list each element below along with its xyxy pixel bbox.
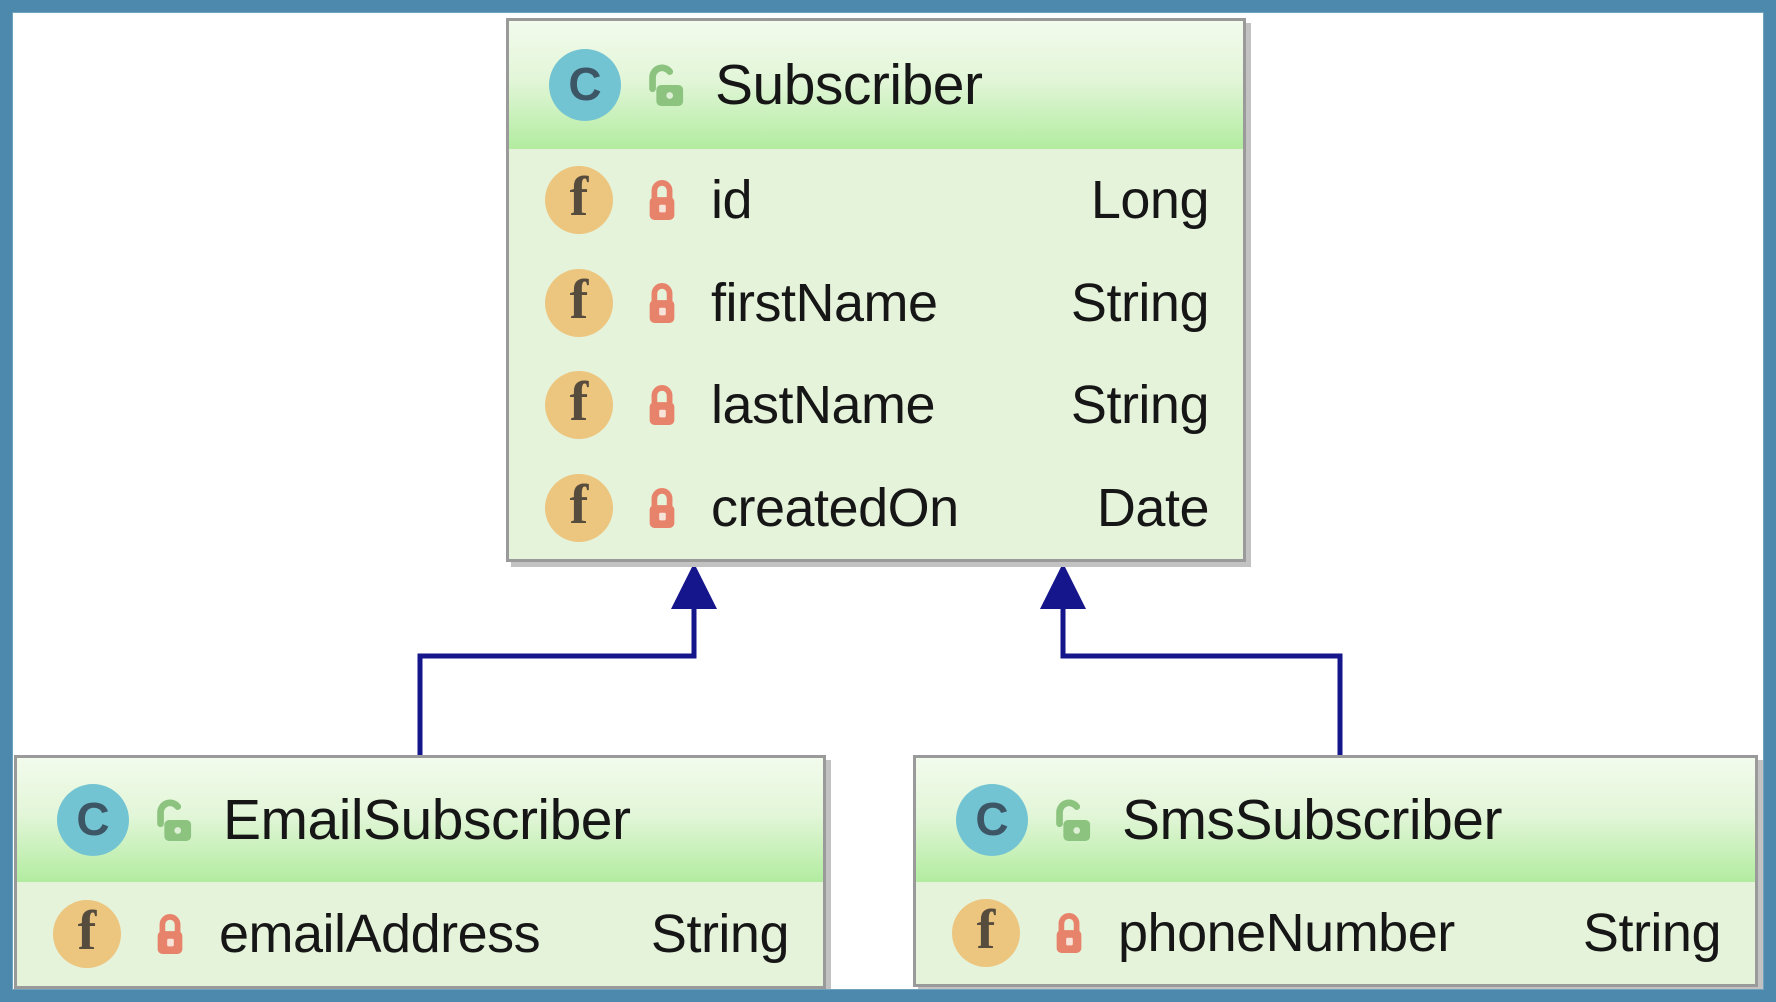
class-icon: C: [956, 784, 1028, 856]
field-type: String: [1070, 375, 1210, 436]
class-fields: f emailAddress String: [17, 882, 823, 986]
lock-icon: [649, 282, 675, 323]
inheritance-arrowhead-sms: [1040, 563, 1086, 609]
class-header: C SmsSubscriber: [916, 758, 1755, 882]
class-icon-glyph: C: [568, 58, 602, 110]
lock-icon: [649, 180, 675, 221]
field-row[interactable]: f lastName String: [509, 354, 1243, 457]
field-icon-glyph: f: [569, 166, 589, 229]
field-name: phoneNumber: [1118, 903, 1455, 963]
field-name: createdOn: [711, 477, 959, 538]
field-icon: f: [545, 166, 613, 235]
unlock-icon: [649, 64, 684, 106]
unlock-icon: [157, 799, 192, 841]
class-icon-glyph: C: [975, 793, 1009, 845]
field-icon: f: [53, 900, 121, 968]
inheritance-edge-emailsubscriber: [417, 606, 697, 755]
field-row[interactable]: f emailAddress String: [17, 882, 823, 986]
field-icon-glyph: f: [569, 473, 589, 536]
class-icon-glyph: C: [76, 793, 110, 845]
lock-icon: [649, 385, 675, 426]
class-node-emailsubscriber[interactable]: C EmailSubscriber f emailAddress S: [14, 755, 826, 989]
class-icon: C: [549, 49, 621, 121]
field-row[interactable]: f id Long: [509, 149, 1243, 252]
field-type: Date: [1096, 477, 1210, 538]
class-fields: f phoneNumber String: [916, 882, 1755, 984]
field-icon: f: [545, 473, 613, 542]
lock-icon: [649, 487, 675, 528]
field-icon-glyph: f: [569, 268, 589, 331]
field-type: String: [1070, 272, 1210, 333]
field-name: firstName: [711, 272, 938, 333]
field-icon-glyph: f: [569, 371, 589, 434]
class-fields: f id Long f firstName: [509, 149, 1243, 559]
field-row[interactable]: f phoneNumber String: [916, 882, 1755, 984]
class-name: SmsSubscriber: [1122, 788, 1502, 852]
class-icon: C: [57, 784, 129, 856]
class-node-subscriber[interactable]: C Subscriber f id Long: [506, 18, 1246, 562]
field-icon-glyph: f: [976, 899, 996, 961]
lock-icon: [157, 914, 183, 954]
class-name: EmailSubscriber: [223, 788, 631, 852]
inheritance-edge-smssubscriber: [1060, 606, 1343, 755]
field-icon: f: [952, 899, 1020, 967]
field-row[interactable]: f createdOn Date: [509, 457, 1243, 560]
class-node-smssubscriber[interactable]: C SmsSubscriber f phoneNumber Stri: [913, 755, 1758, 987]
class-header: C Subscriber: [509, 21, 1243, 149]
field-name: emailAddress: [219, 904, 541, 964]
lock-icon: [1056, 913, 1082, 953]
class-name: Subscriber: [715, 53, 983, 117]
class-header: C EmailSubscriber: [17, 758, 823, 882]
field-icon: f: [545, 268, 613, 337]
field-icon-glyph: f: [77, 900, 97, 962]
unlock-icon: [1056, 799, 1091, 841]
field-type: Long: [1090, 170, 1210, 231]
field-type: String: [1582, 903, 1722, 963]
inheritance-arrowhead-email: [671, 563, 717, 609]
field-name: lastName: [711, 375, 936, 436]
field-type: String: [650, 904, 790, 964]
field-icon: f: [545, 371, 613, 440]
field-row[interactable]: f firstName String: [509, 252, 1243, 355]
field-name: id: [711, 170, 753, 231]
